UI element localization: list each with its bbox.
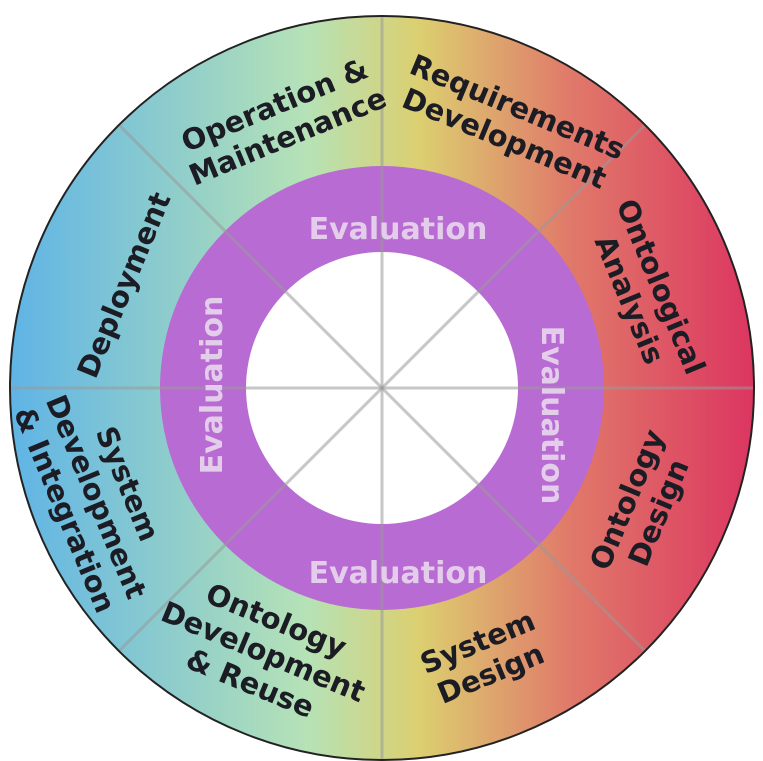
evaluation-label-right-group: Evaluation (534, 326, 569, 505)
evaluation-label-top: Evaluation (309, 212, 488, 247)
divider-line (117, 123, 647, 653)
outer-outline (9, 15, 755, 761)
evaluation-label-bottom: Evaluation (309, 556, 488, 591)
segment-dividers (10, 16, 754, 760)
evaluation-label-left-group: Evaluation (195, 296, 230, 475)
evaluation-label-left: Evaluation (195, 296, 230, 475)
evaluation-label-right: Evaluation (534, 326, 569, 505)
